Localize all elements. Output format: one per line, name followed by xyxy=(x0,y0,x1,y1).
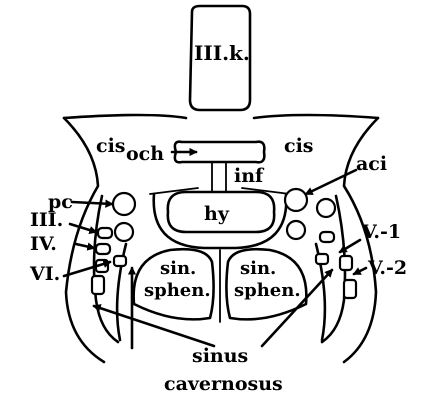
pc-label: pc xyxy=(48,191,73,213)
nerve-iii-right-shape xyxy=(315,197,337,219)
carotid-right-lower xyxy=(285,219,307,241)
sinus-cavernosus-label-1: sinus xyxy=(192,345,248,367)
arrow-aci xyxy=(304,168,358,196)
cistern-left-contour xyxy=(62,116,106,364)
nerve-v1-label: V.-1 xyxy=(361,221,401,243)
nerve-iv-left-shape xyxy=(94,242,112,256)
nerve-vi-left-shape xyxy=(112,254,128,268)
arrow-nerve-iii xyxy=(68,222,98,235)
diaphragma-right xyxy=(241,187,291,195)
hypophysis-outline xyxy=(166,190,276,234)
third-ventricle-outline xyxy=(188,4,252,112)
inf-label: inf xyxy=(234,165,265,187)
sinus-cavernosus-label-2: cavernosus xyxy=(164,373,283,395)
cis-right-label: cis xyxy=(284,135,313,157)
sinus-sphen-left-label-1: sin. xyxy=(160,258,196,279)
carotid-left-upper xyxy=(111,191,137,217)
arrow-sinus-cavernosus-left xyxy=(92,304,216,348)
nerve-vi-label: VI. xyxy=(29,263,60,285)
cavernous-sinus-left-wall xyxy=(92,194,120,344)
nerve-v2-left-shape xyxy=(90,274,106,296)
brain-outer-contour xyxy=(62,113,380,120)
och-label: och xyxy=(126,143,164,165)
arrow-nerve-iv xyxy=(74,242,96,251)
sinus-sphen-right-label-1: sin. xyxy=(240,258,276,279)
arrow-nerve-v1 xyxy=(338,238,362,254)
arrow-nerve-v2 xyxy=(352,266,368,276)
arrow-sinus-cavernosus-right xyxy=(260,268,334,348)
cis-left-label: cis xyxy=(96,135,125,157)
arrow-pc xyxy=(70,199,114,208)
carotid-left-lower xyxy=(113,221,135,243)
cistern-right-contour xyxy=(342,116,380,364)
sinus-sphen-right-label-2: sphen. xyxy=(234,280,301,301)
nerve-iii-left-shape xyxy=(96,226,114,240)
nerve-v2-right-shape xyxy=(342,278,358,300)
nerve-v1-right-shape xyxy=(338,254,354,272)
sphenoid-sinus-right xyxy=(225,247,308,321)
third-ventricle-label: III.k. xyxy=(194,41,250,65)
sinus-sphen-left-label-2: sphen. xyxy=(144,280,211,301)
infundibulum-stalk xyxy=(211,161,227,193)
carotid-right-upper xyxy=(283,187,309,213)
hy-label: hy xyxy=(204,203,230,225)
sella-floor xyxy=(152,192,288,250)
nerve-iv-label: IV. xyxy=(30,233,57,255)
sphenoid-sinus-left xyxy=(132,247,215,321)
nerve-iii-label: III. xyxy=(30,209,63,231)
nerve-iv-right-shape xyxy=(318,230,336,244)
arrow-nerve-vi xyxy=(62,259,112,278)
diaphragma-left xyxy=(149,187,199,195)
aci-label: aci xyxy=(356,153,387,175)
nerve-v2-label: V.-2 xyxy=(367,257,407,279)
nerve-vi-right-shape xyxy=(314,252,330,266)
optic-chiasm-shape xyxy=(173,140,266,164)
